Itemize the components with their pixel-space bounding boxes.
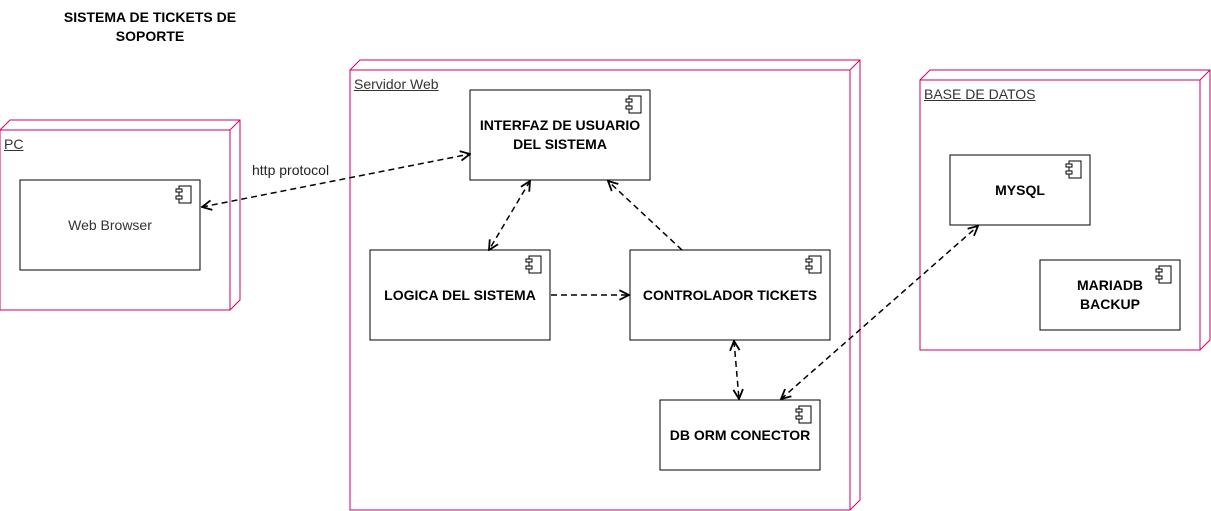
component-icon <box>525 255 542 274</box>
edge-controller-orm <box>734 341 739 399</box>
component-icon <box>175 185 192 204</box>
web-server-node-label: Servidor Web <box>354 76 439 92</box>
edge-controller-ui <box>608 181 683 251</box>
component-icon <box>795 405 812 424</box>
database-node-label: BASE DE DATOS <box>924 86 1036 102</box>
orm-label: DB ORM CONECTOR <box>669 426 811 443</box>
controller-label: CONTROLADOR TICKETS <box>642 286 818 303</box>
web-browser-box <box>19 179 201 271</box>
edge-ui-logic <box>489 181 530 250</box>
mysql-label: MYSQL <box>995 181 1045 198</box>
logic-label: LOGICA DEL SISTEMA <box>384 286 536 303</box>
web-browser-label: Web Browser <box>68 216 152 233</box>
orm-box <box>659 399 821 471</box>
database-node <box>919 69 1211 351</box>
ui-label: INTERFAZ DE USUARIO DEL SISTEMA <box>479 117 641 152</box>
mariadb-label: MARIADB BACKUP <box>1076 277 1144 312</box>
pc-node <box>0 119 241 311</box>
edge-orm-mysql <box>781 226 978 399</box>
component-icon <box>1065 160 1082 179</box>
component-icon <box>625 95 642 114</box>
edge-browser-ui <box>202 154 470 207</box>
http-protocol-label: http protocol <box>252 162 330 178</box>
ui-box <box>469 89 651 181</box>
diagram-title: SISTEMA DE TICKETS DE SOPORTE <box>63 9 237 44</box>
pc-node-label: PC <box>4 136 24 152</box>
logic-box <box>369 249 551 341</box>
component-icon <box>1155 265 1172 284</box>
